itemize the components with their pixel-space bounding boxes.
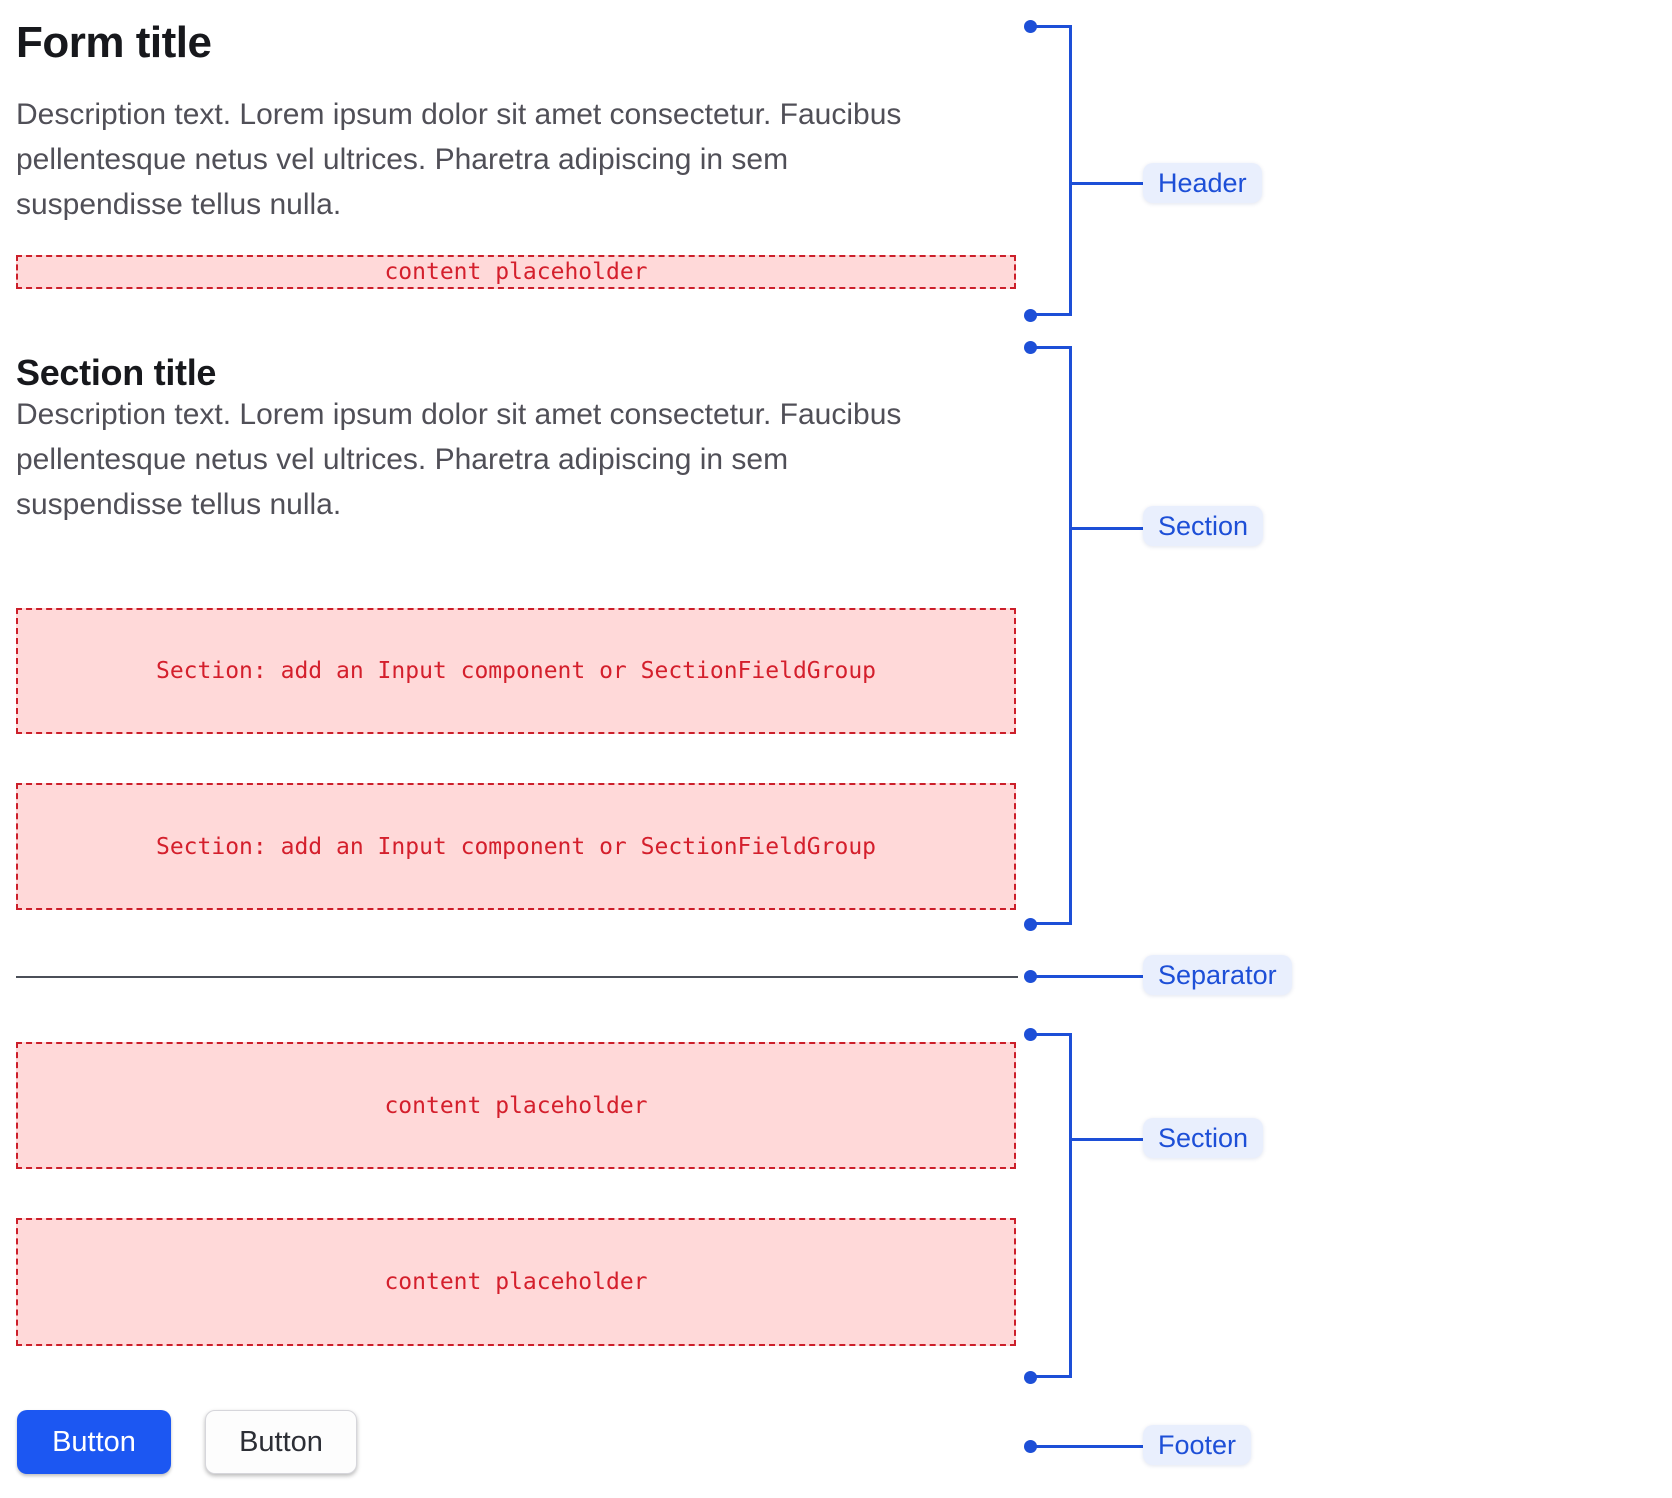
primary-button[interactable]: Button [17, 1410, 171, 1474]
section-bottom-bracket-bottom-stub [1030, 1375, 1072, 1378]
header-bracket-connector [1072, 182, 1143, 185]
separator-line [16, 976, 1018, 978]
section-input-placeholder-2: Section: add an Input component or Secti… [16, 783, 1016, 910]
header-bracket-bottom-dot [1024, 309, 1037, 322]
header-bracket-bottom-stub [1030, 313, 1072, 316]
section-description: Description text. Lorem ipsum dolor sit … [16, 398, 902, 521]
section-top-bracket-top-stub [1030, 346, 1072, 349]
content-placeholder-2-label: content placeholder [384, 1269, 648, 1295]
section-input-placeholder-2-label: Section: add an Input component or Secti… [155, 833, 877, 860]
section-input-placeholder-1: Section: add an Input component or Secti… [16, 608, 1016, 734]
footer-button-row: Button Button [17, 1410, 357, 1474]
section-input-placeholder-1-label: Section: add an Input component or Secti… [155, 658, 877, 684]
section-top-bracket-connector [1072, 527, 1143, 530]
header-content-placeholder-label: content placeholder [384, 259, 648, 285]
header-content-placeholder: content placeholder [16, 255, 1016, 289]
header-annotation-label: Header [1143, 163, 1262, 203]
secondary-button[interactable]: Button [205, 1410, 357, 1474]
footer-connector [1036, 1445, 1143, 1448]
section-top-bracket-spine [1069, 346, 1072, 925]
section-title: Section title [16, 352, 217, 393]
section-top-bracket-bottom-stub [1030, 922, 1072, 925]
separator-dot [1024, 970, 1037, 983]
section-bottom-bracket-spine [1069, 1033, 1072, 1378]
footer-dot [1024, 1440, 1037, 1453]
header-bracket-spine [1069, 25, 1072, 316]
content-placeholder-1-label: content placeholder [384, 1092, 648, 1119]
section-bottom-bracket-bottom-dot [1024, 1371, 1037, 1384]
section-top-bracket-bottom-dot [1024, 918, 1037, 931]
header-bracket-top-stub [1030, 25, 1072, 28]
separator-connector [1036, 975, 1143, 978]
form-description: Description text. Lorem ipsum dolor sit … [16, 98, 902, 221]
form-title: Form title [16, 18, 212, 67]
separator-annotation-label: Separator [1143, 955, 1292, 995]
section-bottom-annotation-label: Section [1143, 1118, 1264, 1158]
section-bottom-bracket-top-stub [1030, 1033, 1072, 1036]
content-placeholder-1: content placeholder [16, 1042, 1016, 1169]
content-placeholder-2: content placeholder [16, 1218, 1016, 1346]
footer-annotation-label: Footer [1143, 1425, 1252, 1465]
section-bottom-bracket-connector [1072, 1138, 1143, 1141]
section-top-annotation-label: Section [1143, 506, 1264, 546]
